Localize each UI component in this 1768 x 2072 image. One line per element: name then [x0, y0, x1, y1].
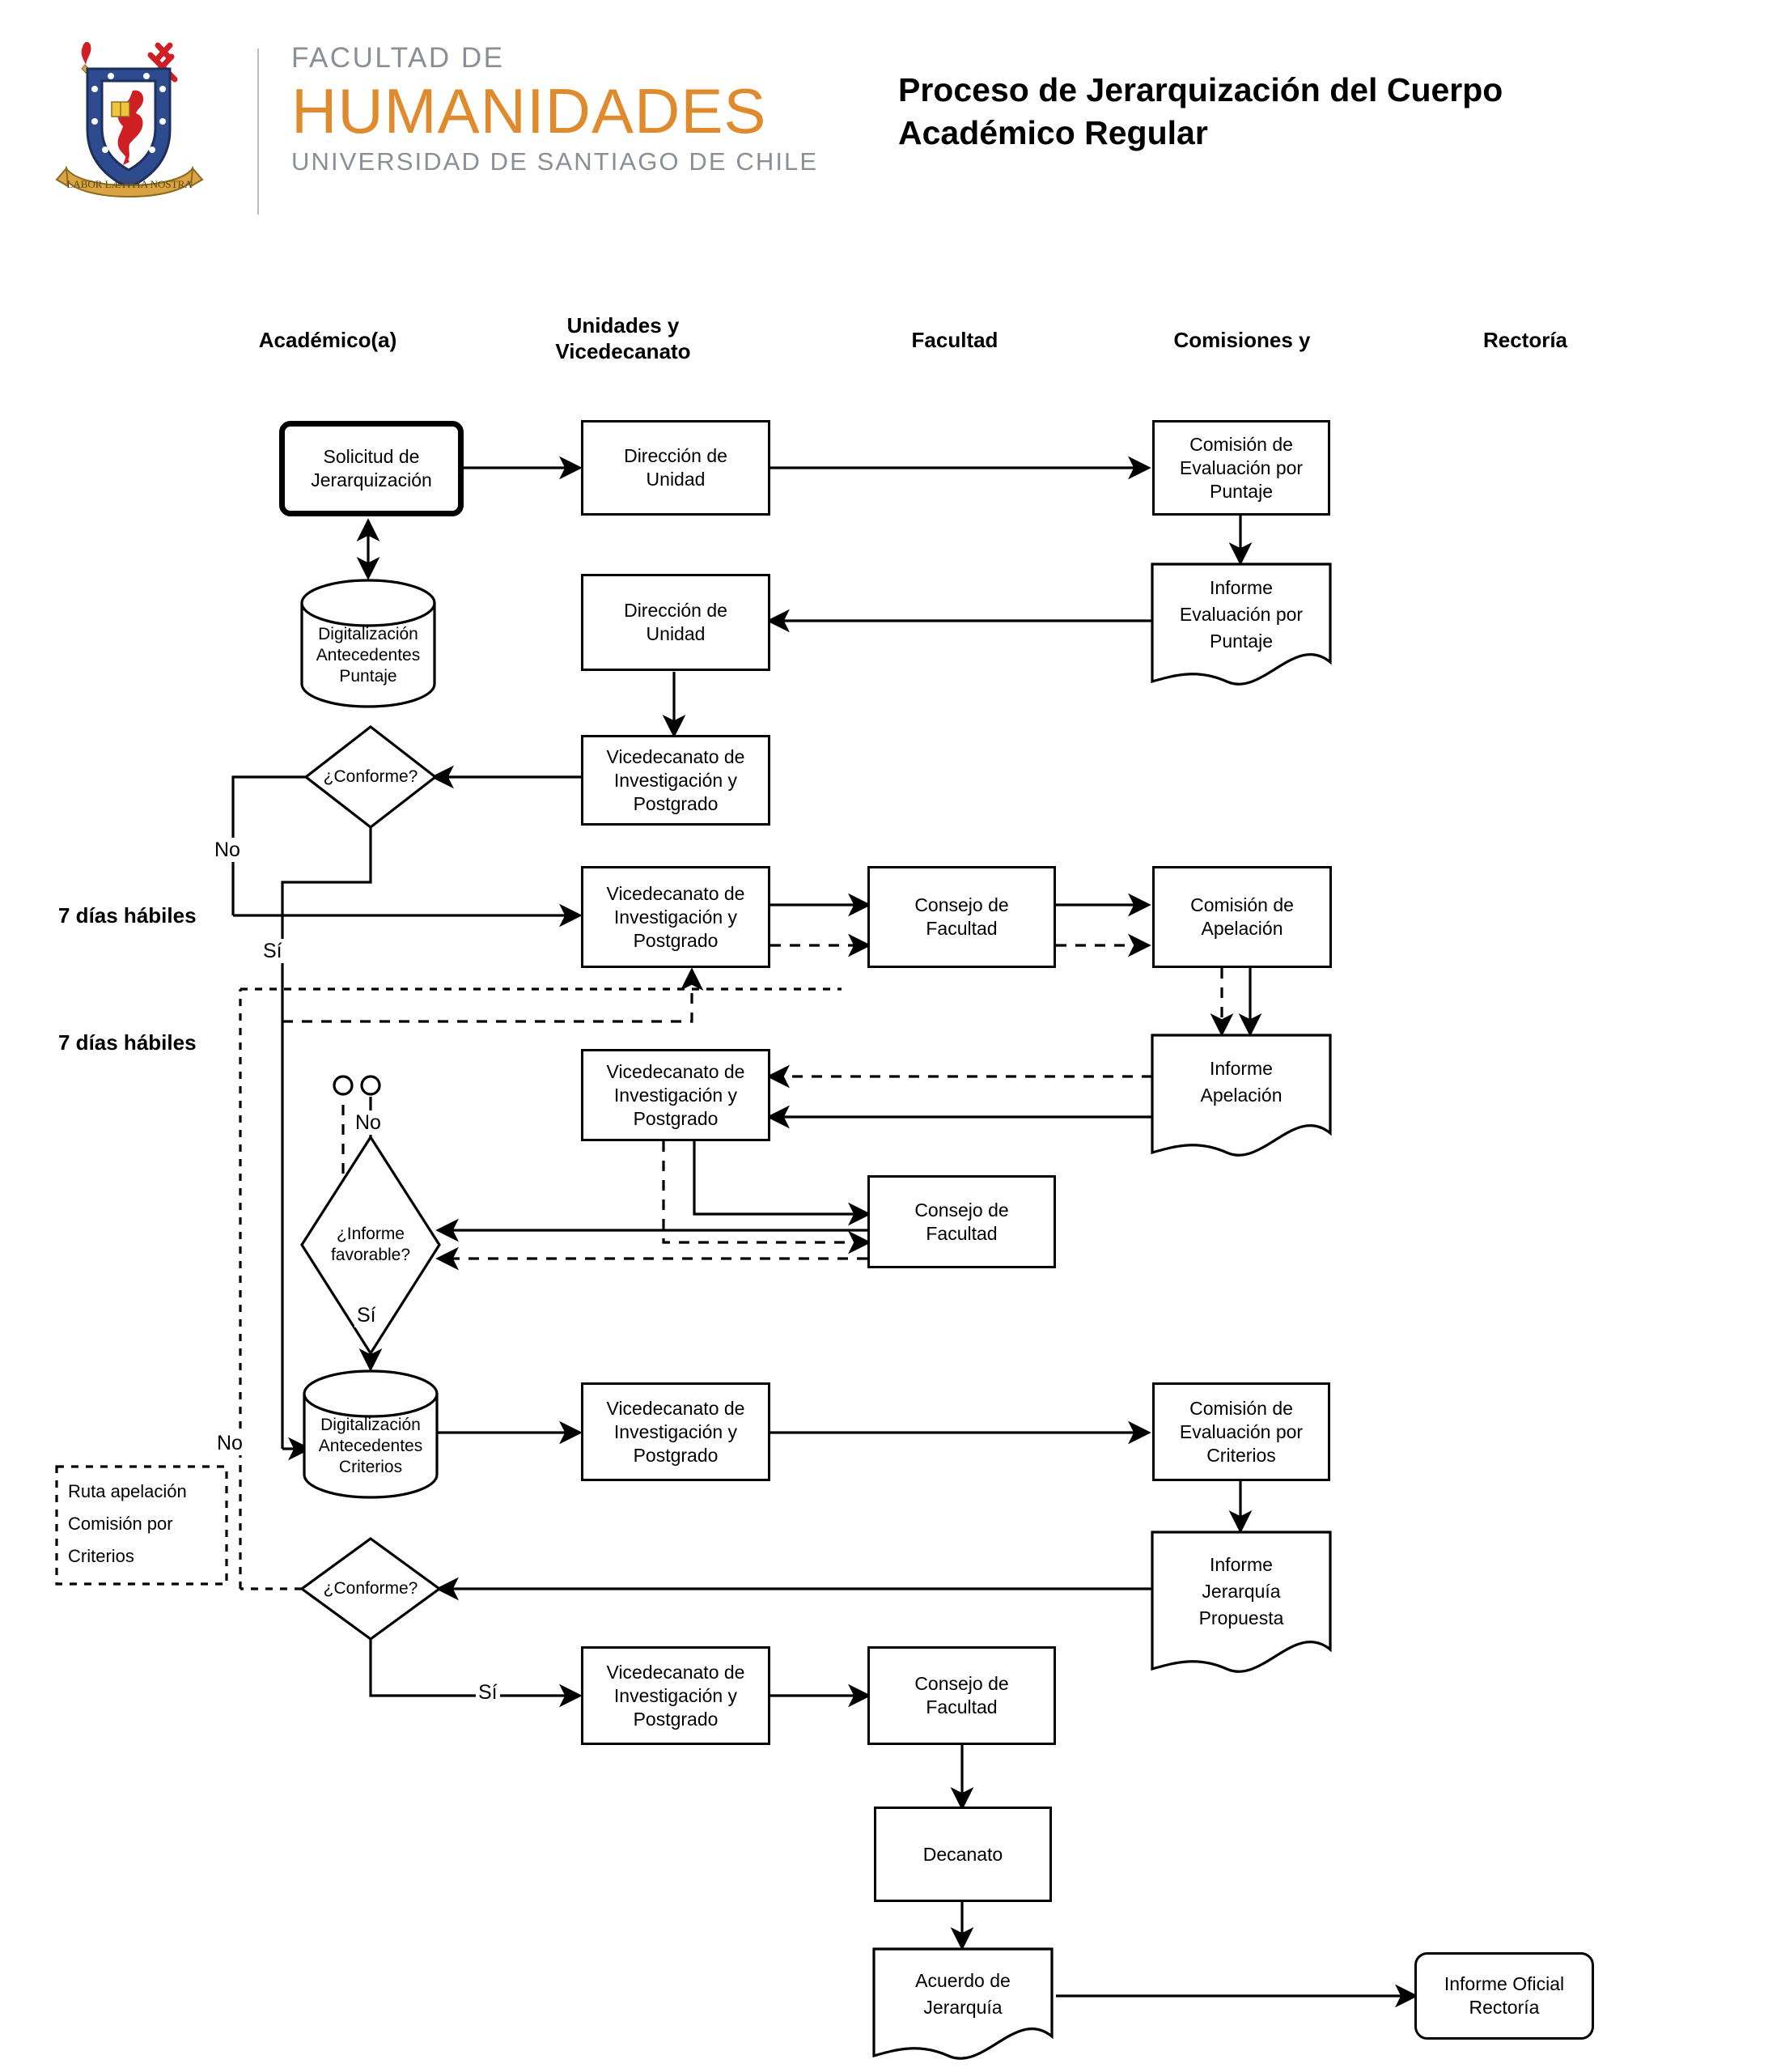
- node-direccion-unidad-1-label: Dirección de Unidad: [624, 445, 727, 490]
- node-consejo-facultad-1[interactable]: Consejo de Facultad: [867, 866, 1056, 968]
- node-comision-evaluacion-criterios-label: Comisión de Evaluación por Criterios: [1179, 1397, 1304, 1466]
- cylinder-top-criterios: [303, 1369, 439, 1418]
- node-consejo-facultad-2[interactable]: Consejo de Facultad: [867, 1175, 1056, 1268]
- column-header-academico: Académico(a): [258, 328, 397, 352]
- edge-label-si-3: Sí: [476, 1680, 500, 1705]
- node-vicedecanato-4-label: Vicedecanato de Investigación y Postgrad…: [606, 1397, 745, 1466]
- node-consejo-facultad-1-label: Consejo de Facultad: [914, 894, 1009, 939]
- node-comision-evaluacion-puntaje-label: Comisión de Evaluación por Puntaje: [1179, 433, 1304, 502]
- node-vicedecanato-2[interactable]: Vicedecanato de Investigación y Postgrad…: [581, 866, 770, 968]
- page-title: Proceso de Jerarquización del Cuerpo Aca…: [898, 71, 1503, 151]
- edge-conforme1-si: [281, 827, 372, 1449]
- node-consejo-facultad-3[interactable]: Consejo de Facultad: [867, 1646, 1056, 1745]
- edge-conforme1-no: [231, 775, 306, 915]
- node-solicitud-jerarquizacion[interactable]: Solicitud de Jerarquización: [279, 421, 464, 516]
- node-direccion-unidad-2-label: Dirección de Unidad: [624, 600, 727, 644]
- node-consejo-facultad-2-label: Consejo de Facultad: [914, 1199, 1009, 1244]
- node-direccion-unidad-1[interactable]: Dirección de Unidad: [581, 420, 770, 516]
- connector-circle-right: [360, 1075, 381, 1096]
- node-comision-apelacion[interactable]: Comisión de Apelación: [1152, 866, 1332, 968]
- node-vicedecanato-1[interactable]: Vicedecanato de Investigación y Postgrad…: [581, 735, 770, 826]
- column-header-comisiones: Comisiones y: [1173, 328, 1311, 352]
- svg-text:LABOR LÆTITIA NOSTRA: LABOR LÆTITIA NOSTRA: [66, 178, 193, 190]
- cylinder-top-puntaje: [300, 579, 436, 627]
- usach-crest-icon: LABOR LÆTITIA NOSTRA: [55, 41, 204, 197]
- document-informe-eval-puntaje: [1151, 563, 1332, 686]
- node-consejo-facultad-3-label: Consejo de Facultad: [914, 1673, 1009, 1717]
- node-comision-evaluacion-criterios[interactable]: Comisión de Evaluación por Criterios: [1152, 1382, 1330, 1481]
- diamond-conforme-2: [299, 1537, 442, 1641]
- decision-shapes: [299, 724, 442, 1641]
- legend-label: Ruta apelación Comisión por Criterios: [68, 1481, 187, 1566]
- node-vicedecanato-5-label: Vicedecanato de Investigación y Postgrad…: [606, 1661, 745, 1730]
- legend-box: [55, 1465, 228, 1586]
- logo-divider: [257, 49, 259, 214]
- document-acuerdo-jerarquia: [872, 1947, 1054, 2060]
- edge-return-loop-to-vicedecanato2-dashed: [282, 967, 704, 1023]
- node-informe-oficial-rectoria[interactable]: Informe Oficial Rectoría: [1414, 1952, 1594, 2040]
- page-header: LABOR LÆTITIA NOSTRA FACULTAD DE HUMANID…: [0, 0, 1768, 243]
- edge-label-no-2: No: [353, 1110, 384, 1135]
- node-vicedecanato-2-label: Vicedecanato de Investigación y Postgrad…: [606, 882, 745, 951]
- node-vicedecanato-1-label: Vicedecanato de Investigación y Postgrad…: [606, 745, 745, 814]
- edge-vicedecanato3-to-consejo2-dashed: [662, 1141, 871, 1255]
- column-header-unidades: Unidades y Vicedecanato: [555, 313, 691, 363]
- node-vicedecanato-5[interactable]: Vicedecanato de Investigación y Postgrad…: [581, 1646, 770, 1745]
- node-comision-apelacion-label: Comisión de Apelación: [1190, 894, 1294, 939]
- logo-wordmark: FACULTAD DE HUMANIDADES UNIVERSIDAD DE S…: [291, 40, 874, 178]
- connector-circle-left: [333, 1075, 354, 1096]
- column-header-rectoria: Rectoría: [1482, 328, 1568, 352]
- edge-vicedecanato3-to-consejo2: [693, 1141, 871, 1226]
- edge-conforme2-si: [369, 1639, 583, 1708]
- logo-line-universidad: UNIVERSIDAD DE SANTIAGO DE CHILE: [291, 147, 819, 176]
- node-vicedecanato-4[interactable]: Vicedecanato de Investigación y Postgrad…: [581, 1382, 770, 1481]
- document-informe-apelacion: [1151, 1034, 1332, 1157]
- document-informe-jerarquia: [1151, 1531, 1332, 1673]
- node-vicedecanato-3[interactable]: Vicedecanato de Investigación y Postgrad…: [581, 1049, 770, 1141]
- node-solicitud-jerarquizacion-label: Solicitud de Jerarquización: [311, 446, 432, 490]
- node-informe-oficial-rectoria-label: Informe Oficial Rectoría: [1444, 1973, 1565, 2018]
- cylinder-body-puntaje: [300, 603, 436, 708]
- node-direccion-unidad-2[interactable]: Dirección de Unidad: [581, 574, 770, 671]
- node-decanato-label: Decanato: [922, 1843, 1003, 1865]
- cylinder-shapes: [300, 579, 439, 1499]
- faculty-logo: LABOR LÆTITIA NOSTRA FACULTAD DE HUMANID…: [49, 32, 874, 214]
- logo-line-facultad: FACULTAD DE: [291, 42, 505, 74]
- cylinder-body-criterios: [303, 1394, 439, 1499]
- node-vicedecanato-3-label: Vicedecanato de Investigación y Postgrad…: [606, 1060, 745, 1129]
- edge-label-no-3: No: [214, 1431, 245, 1455]
- edge-label-no-1: No: [212, 838, 243, 862]
- edge-label-si-2: Sí: [354, 1303, 379, 1327]
- diamond-informe-favorable: [300, 1135, 441, 1356]
- diamond-conforme-1: [303, 724, 438, 830]
- node-comision-evaluacion-puntaje[interactable]: Comisión de Evaluación por Puntaje: [1152, 420, 1330, 516]
- logo-line-humanidades: HUMANIDADES: [291, 75, 767, 146]
- side-label-plazo-2: 7 días hábiles: [58, 1030, 197, 1055]
- node-decanato[interactable]: Decanato: [874, 1807, 1052, 1902]
- edge-label-si-1: Sí: [261, 939, 285, 963]
- column-header-facultad: Facultad: [911, 328, 998, 352]
- side-label-plazo-1: 7 días hábiles: [58, 903, 197, 928]
- document-shapes: [872, 563, 1332, 2060]
